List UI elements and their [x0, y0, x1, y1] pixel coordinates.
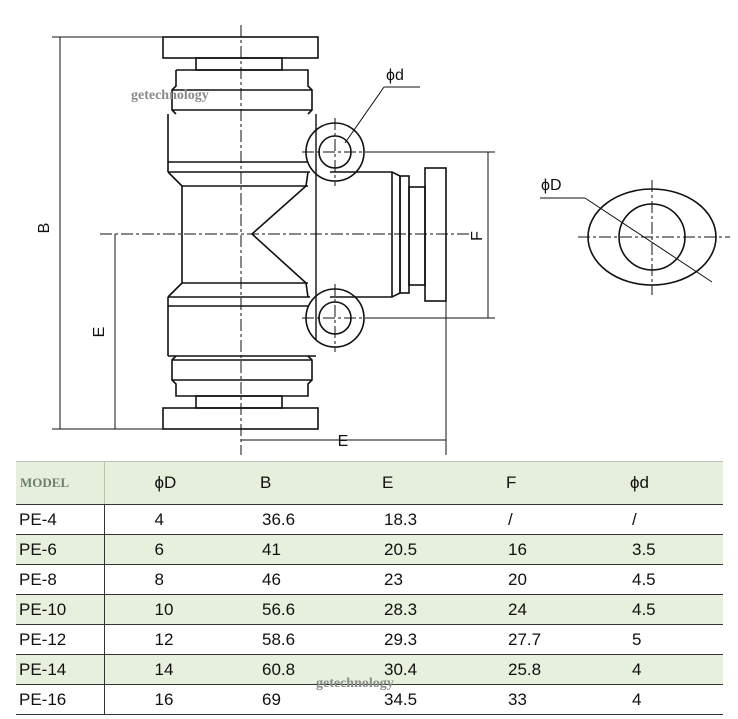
table-row: PE-4 4 36.6 18.3 / / — [16, 504, 723, 535]
cell-phi-D: 6 — [104, 534, 254, 565]
cell-f: 24 — [500, 594, 624, 625]
cell-phi-D: 10 — [104, 594, 254, 625]
dimension-label-phi-d: ϕd — [386, 67, 404, 84]
column-header-model: MODEL — [16, 461, 105, 505]
center-lines — [100, 25, 730, 455]
technical-drawing: B E E F ϕd ϕD getechnology — [36, 25, 730, 455]
table-row: PE-8 8 46 23 20 4.5 — [16, 564, 723, 595]
table-row: PE-6 6 41 20.5 16 3.5 — [16, 534, 723, 565]
cell-b: 46 — [254, 564, 376, 595]
cell-phi-D: 12 — [104, 624, 254, 655]
cell-b: 58.6 — [254, 624, 376, 655]
specification-table: MODEL ϕD B E F ϕd PE-4 4 36.6 18.3 / / P… — [16, 461, 723, 715]
cell-b: 56.6 — [254, 594, 376, 625]
cell-model: PE-10 — [16, 594, 105, 625]
cell-f: 33 — [500, 684, 624, 715]
cell-f: 27.7 — [500, 624, 624, 655]
cell-model: PE-8 — [16, 564, 105, 595]
cell-model: PE-4 — [16, 504, 105, 535]
cell-f: / — [500, 504, 624, 535]
cell-phi-d: 4.5 — [624, 564, 723, 595]
table-row: PE-12 12 58.6 29.3 27.7 5 — [16, 624, 723, 655]
end-view — [587, 188, 717, 286]
footer-watermark: getechnology — [316, 676, 394, 691]
cell-b: 41 — [254, 534, 376, 565]
dimension-label-phi-D: ϕD — [541, 177, 562, 194]
cell-e: 18.3 — [376, 504, 500, 535]
cell-b: 36.6 — [254, 504, 376, 535]
bottom-collet — [195, 395, 283, 409]
cell-f: 25.8 — [500, 654, 624, 685]
column-header-e: E — [376, 461, 500, 505]
cell-b: 69 — [254, 684, 376, 715]
cell-phi-d: 4 — [624, 684, 723, 715]
table-header-row: MODEL ϕD B E F ϕd — [16, 461, 723, 505]
cell-phi-d: / — [624, 504, 723, 535]
cell-model: PE-12 — [16, 624, 105, 655]
cell-f: 20 — [500, 564, 624, 595]
cell-phi-d: 4 — [624, 654, 723, 685]
dimension-lines — [52, 36, 713, 455]
column-header-f: F — [500, 461, 624, 505]
column-header-phi-D: ϕD — [104, 461, 254, 505]
cell-phi-d: 4.5 — [624, 594, 723, 625]
cell-phi-d: 5 — [624, 624, 723, 655]
end-view-outer-circle — [587, 188, 717, 286]
cell-e: 28.3 — [376, 594, 500, 625]
cell-e: 20.5 — [376, 534, 500, 565]
cell-phi-D: 16 — [104, 684, 254, 715]
cell-f: 16 — [500, 534, 624, 565]
cell-model: PE-16 — [16, 684, 105, 715]
dimension-label-f: F — [469, 231, 486, 241]
dimension-label-b: B — [36, 223, 53, 234]
cell-phi-D: 14 — [104, 654, 254, 685]
top-collet — [195, 57, 283, 71]
table-row: PE-10 10 56.6 28.3 24 4.5 — [16, 594, 723, 625]
cell-model: PE-6 — [16, 534, 105, 565]
dimension-label-e-horizontal: E — [338, 433, 349, 450]
table-row: PE-16 16 69 34.5 33 4 — [16, 684, 723, 715]
table-row: PE-14 14 60.8 30.4 25.8 4 — [16, 654, 723, 685]
cell-phi-D: 4 — [104, 504, 254, 535]
cell-e: 34.5 — [376, 684, 500, 715]
cell-model: PE-14 — [16, 654, 105, 685]
column-header-b: B — [254, 461, 376, 505]
dimension-label-e-vertical: E — [91, 327, 108, 338]
watermark: getechnology — [131, 88, 209, 103]
cell-phi-d: 3.5 — [624, 534, 723, 565]
cell-e: 29.3 — [376, 624, 500, 655]
cell-b: 60.8 — [254, 654, 376, 685]
column-header-phi-d: ϕd — [624, 461, 723, 505]
cell-e: 23 — [376, 564, 500, 595]
end-view-inner-circle — [618, 203, 686, 271]
cell-phi-D: 8 — [104, 564, 254, 595]
cell-e: 30.4 — [376, 654, 500, 685]
